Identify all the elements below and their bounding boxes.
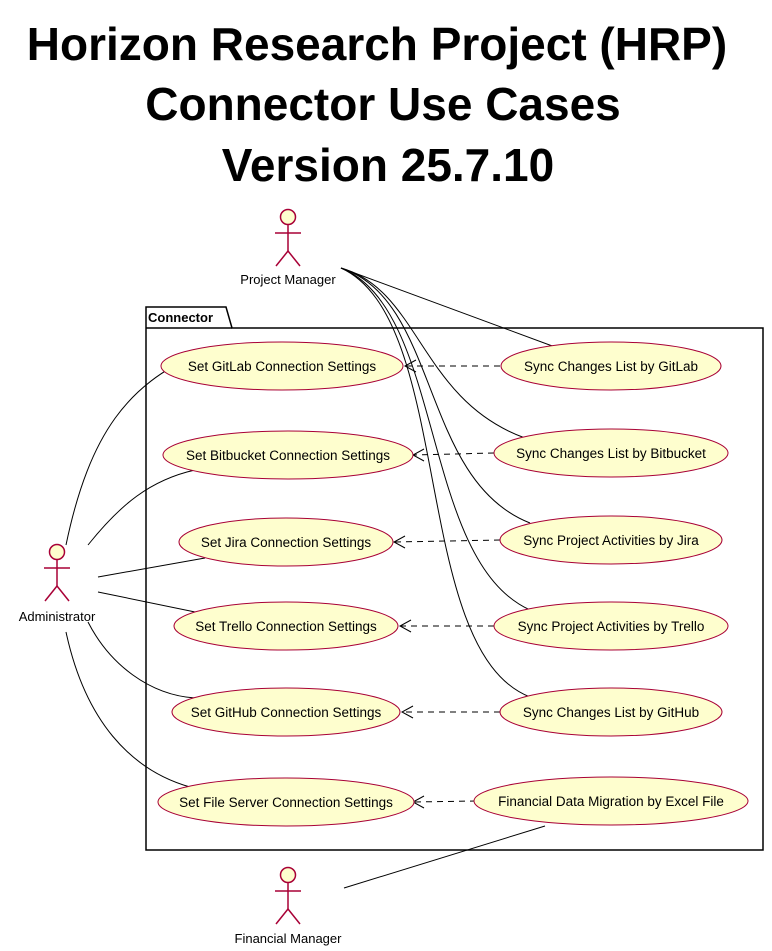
assoc-admin-set-trello	[97, 591, 201, 614]
use-case-label: Financial Data Migration by Excel File	[498, 794, 724, 809]
stick-figure-icon	[44, 543, 70, 602]
use-case-sync-jira[interactable]: Sync Project Activities by Jira	[499, 515, 723, 565]
use-case-label: Set File Server Connection Settings	[179, 795, 393, 810]
use-case-label: Set GitHub Connection Settings	[191, 705, 382, 720]
use-case-set-bitbucket[interactable]: Set Bitbucket Connection Settings	[162, 430, 414, 480]
assoc-fm-financial-migration	[343, 825, 546, 889]
actor-label: Financial Manager	[235, 931, 343, 946]
use-case-set-trello[interactable]: Set Trello Connection Settings	[173, 601, 399, 651]
use-case-sync-github[interactable]: Sync Changes List by GitHub	[499, 687, 723, 737]
use-case-sync-trello[interactable]: Sync Project Activities by Trello	[493, 601, 729, 651]
use-case-set-fileserver[interactable]: Set File Server Connection Settings	[157, 777, 415, 827]
actor-label: Project Manager	[240, 272, 336, 287]
use-case-label: Set GitLab Connection Settings	[188, 359, 377, 374]
assoc-pm-sync-jira	[340, 267, 531, 524]
use-case-set-jira[interactable]: Set Jira Connection Settings	[178, 517, 394, 567]
arrowhead-gitlab	[403, 359, 417, 373]
assoc-pm-sync-github	[340, 267, 531, 698]
stick-figure-icon	[275, 208, 301, 267]
use-case-label: Sync Changes List by Bitbucket	[516, 446, 706, 461]
title-line-1: Horizon Research Project (HRP)	[27, 18, 727, 70]
actor-project-manager[interactable]: Project Manager	[240, 208, 336, 288]
package-label: Connector	[148, 310, 213, 325]
title-line-3: Version 25.7.10	[222, 139, 554, 191]
actor-financial-manager[interactable]: Financial Manager	[235, 866, 343, 947]
title-line-2: Connector Use Cases	[145, 78, 621, 130]
use-case-set-gitlab[interactable]: Set GitLab Connection Settings	[160, 341, 404, 391]
use-case-sync-bitbucket[interactable]: Sync Changes List by Bitbucket	[493, 428, 729, 478]
use-case-label: Set Trello Connection Settings	[195, 619, 377, 634]
use-case-label: Sync Project Activities by Trello	[518, 619, 705, 634]
assoc-pm-sync-bitbucket	[340, 267, 526, 439]
assoc-pm-sync-gitlab	[340, 267, 556, 348]
use-case-label: Sync Project Activities by Jira	[523, 533, 699, 548]
assoc-pm-sync-trello	[340, 267, 531, 611]
project-manager-associations	[340, 267, 556, 698]
use-case-sync-gitlab[interactable]: Sync Changes List by GitLab	[500, 341, 722, 391]
dependency-arrows	[392, 359, 501, 809]
actor-administrator[interactable]: Administrator	[19, 543, 96, 625]
assoc-admin-set-bitbucket	[87, 469, 196, 546]
arrowhead-jira	[392, 535, 406, 549]
dep-sync-bitbucket-set-bitbucket	[413, 452, 495, 456]
arrowhead-trello	[398, 619, 412, 633]
actor-label: Administrator	[19, 609, 96, 624]
use-case-label: Set Bitbucket Connection Settings	[186, 448, 390, 463]
use-case-label: Sync Changes List by GitHub	[523, 705, 699, 720]
use-case-set-github[interactable]: Set GitHub Connection Settings	[171, 687, 401, 737]
assoc-admin-set-jira	[97, 557, 206, 578]
assoc-admin-set-github	[87, 621, 196, 699]
use-case-label: Set Jira Connection Settings	[201, 535, 372, 550]
use-case-label: Sync Changes List by GitLab	[524, 359, 698, 374]
stick-figure-icon	[275, 866, 301, 925]
arrowhead-github	[400, 705, 414, 719]
assoc-admin-set-fileserver	[65, 631, 191, 788]
use-case-financial-migration[interactable]: Financial Data Migration by Excel File	[473, 776, 749, 826]
